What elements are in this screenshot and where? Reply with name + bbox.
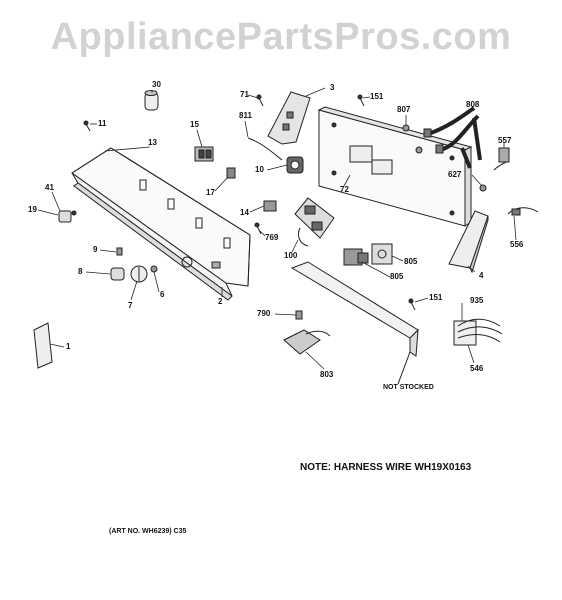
label-14: 14 <box>240 208 249 217</box>
leader-lines <box>38 88 516 369</box>
watermark-logo: AppliancePartsPros.com <box>50 16 512 58</box>
label-805-a: 805 <box>404 257 418 266</box>
label-15: 15 <box>190 120 199 129</box>
label-9: 9 <box>93 245 98 254</box>
harness-note: NOTE: HARNESS WIRE WH19X0163 <box>300 462 472 473</box>
part-790-clip <box>296 311 302 319</box>
part-8-knob <box>111 268 124 280</box>
label-72: 72 <box>340 185 349 194</box>
part-557-sensor <box>494 148 509 170</box>
label-790: 790 <box>257 309 271 318</box>
label-17: 17 <box>206 188 215 197</box>
part-11-screw <box>84 121 90 131</box>
label-935: 935 <box>470 296 484 305</box>
label-807: 807 <box>397 105 411 114</box>
label-627: 627 <box>448 170 462 179</box>
part-7-knob <box>131 266 147 282</box>
label-803: 803 <box>320 370 334 379</box>
label-557: 557 <box>498 136 512 145</box>
part-13-control-panel <box>72 148 250 300</box>
part-803-switch <box>284 330 330 354</box>
label-3: 3 <box>330 83 335 92</box>
label-13: 13 <box>148 138 157 147</box>
part-151-screw-a <box>358 95 364 106</box>
label-805-b: 805 <box>390 272 404 281</box>
label-811: 811 <box>239 111 252 120</box>
label-1: 1 <box>66 342 71 351</box>
part-546-harness <box>454 319 502 345</box>
part-807-washers <box>403 125 422 153</box>
label-10: 10 <box>255 165 264 174</box>
label-7: 7 <box>128 301 133 310</box>
part-769-screw <box>255 223 261 234</box>
label-41: 41 <box>45 183 54 192</box>
not-stocked-label: NOT STOCKED <box>383 384 434 391</box>
part-17-switch <box>227 168 235 178</box>
label-808: 808 <box>466 100 480 109</box>
label-8: 8 <box>78 267 83 276</box>
part-805-valve-b <box>344 249 368 265</box>
part-71-screw <box>257 95 263 106</box>
label-30: 30 <box>152 80 161 89</box>
part-3-bracket <box>268 92 310 144</box>
part-808-hoses <box>424 108 480 168</box>
label-6: 6 <box>160 290 165 299</box>
part-4-end-cap <box>449 211 488 272</box>
label-71: 71 <box>240 90 249 99</box>
part-rear-bracket <box>292 262 418 384</box>
label-2: 2 <box>218 297 223 306</box>
part-15-switch <box>195 147 213 161</box>
part-72-back-panel <box>319 107 471 226</box>
label-556: 556 <box>510 240 524 249</box>
part-9-clip <box>117 248 122 255</box>
part-556-thermistor <box>508 208 538 215</box>
label-546: 546 <box>470 364 484 373</box>
part-100-control <box>295 198 334 246</box>
art-number: (ART NO. WH6239) C35 <box>109 528 187 535</box>
label-151-a: 151 <box>370 92 384 101</box>
label-11: 11 <box>98 119 107 128</box>
part-19-knob <box>59 211 76 222</box>
label-769: 769 <box>265 233 279 242</box>
part-30-shape <box>145 91 158 111</box>
part-1-manual <box>34 323 52 368</box>
label-151-b: 151 <box>429 293 443 302</box>
part-151-screw-b <box>409 299 415 310</box>
part-14-clip <box>264 201 276 211</box>
part-811-wire <box>248 138 282 160</box>
part-10-rotary-switch <box>287 157 303 173</box>
part-627-grommet <box>480 185 486 191</box>
label-100: 100 <box>284 251 298 260</box>
part-805-valve-a <box>372 244 392 264</box>
label-19: 19 <box>28 205 37 214</box>
part-6-spring <box>151 266 157 272</box>
label-4: 4 <box>479 271 484 280</box>
